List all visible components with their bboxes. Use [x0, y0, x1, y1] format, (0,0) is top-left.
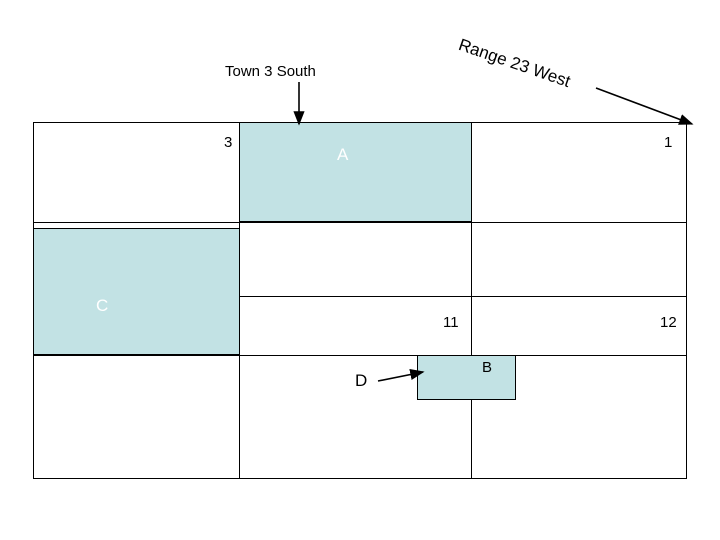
section-number-3: 3 — [224, 134, 233, 151]
parcel-a-label: A — [337, 145, 349, 164]
parcel-d-label: D — [355, 371, 368, 390]
grid-vline-2 — [471, 122, 472, 479]
town-label: Town 3 South — [225, 63, 316, 80]
section-number-12: 12 — [660, 314, 677, 331]
parcel-c-label: C — [96, 296, 109, 315]
grid-hline-3 — [33, 355, 687, 356]
range-label: Range 23 West — [456, 35, 573, 92]
parcel-b-shape — [417, 355, 516, 400]
grid-hline-2 — [33, 296, 687, 297]
section-number-11: 11 — [443, 314, 459, 331]
parcel-b-label: B — [482, 359, 493, 376]
grid-hline-1 — [33, 222, 687, 223]
section-number-1: 1 — [664, 134, 673, 151]
parcel-a-shape — [239, 122, 472, 222]
parcel-c-shape — [33, 228, 240, 355]
